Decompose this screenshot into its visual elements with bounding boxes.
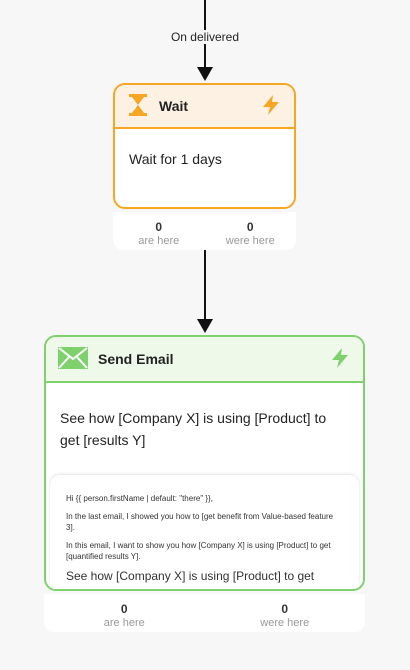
stat-value: 0 [120, 602, 128, 616]
arrow-down-icon [197, 319, 213, 333]
arrow-down-icon [197, 67, 213, 81]
wait-node-header: Wait [115, 85, 294, 129]
wait-node[interactable]: Wait Wait for 1 days [113, 83, 296, 209]
connector-line-top-lower [204, 48, 206, 68]
edge-label: On delivered [0, 30, 410, 44]
stat-label: were here [260, 617, 310, 629]
stat-label: are here [103, 617, 145, 629]
preview-paragraph-2: In this email, I want to show you how [C… [66, 541, 331, 561]
wait-node-stats: 0 are here 0 were here [113, 212, 296, 250]
stat-value: 0 [281, 602, 289, 616]
envelope-icon [58, 346, 88, 372]
stat-value: 0 [246, 220, 254, 234]
preview-paragraph-1: In the last email, I showed you how to [… [66, 512, 334, 532]
lightning-icon[interactable] [329, 347, 351, 372]
stat-were-here: 0 were here [205, 220, 297, 250]
preview-heading: See how [Company X] is using [Product] t… [66, 569, 315, 583]
send-email-node-stats: 0 are here 0 were here [44, 594, 365, 632]
send-email-node-header: Send Email [46, 337, 363, 383]
stat-value: 0 [155, 220, 163, 234]
edge-label-text: On delivered [166, 30, 244, 44]
wait-node-body: Wait for 1 days [129, 151, 222, 167]
send-email-node-title: Send Email [98, 351, 174, 367]
send-email-node[interactable]: Send Email See how [Company X] is using … [44, 335, 365, 591]
email-preview[interactable]: Hi {{ person.firstName | default: "there… [50, 475, 359, 589]
stat-label: are here [138, 235, 180, 247]
wait-node-title: Wait [159, 98, 189, 114]
preview-greeting: Hi {{ person.firstName | default: "there… [66, 494, 213, 503]
stat-label: were here [225, 235, 275, 247]
connector-line-top [204, 0, 206, 58]
stat-were-here: 0 were here [205, 602, 366, 632]
hourglass-icon [127, 93, 149, 120]
stat-are-here: 0 are here [44, 602, 205, 632]
lightning-icon[interactable] [260, 94, 282, 119]
stat-are-here: 0 are here [113, 220, 205, 250]
email-subject: See how [Company X] is using [Product] t… [60, 410, 327, 448]
connector-line-middle [204, 250, 206, 320]
